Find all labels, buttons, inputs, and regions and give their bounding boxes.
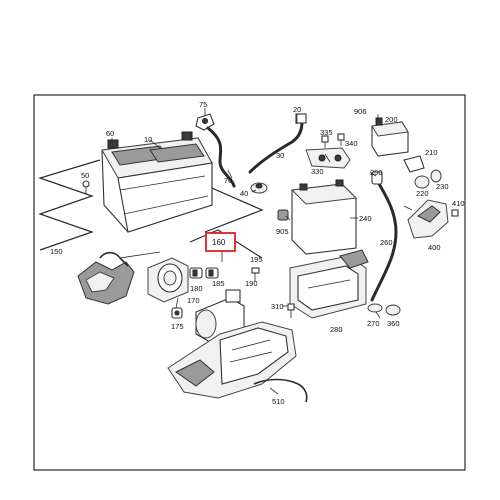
label-190: 190 (245, 279, 258, 288)
battery-group-outline-right (204, 184, 264, 233)
label-340: 340 (345, 139, 358, 148)
label-40: 40 (240, 189, 248, 198)
leader-lines (111, 108, 413, 395)
label-200: 200 (385, 115, 398, 124)
grommet-270 (367, 303, 383, 313)
relay-module (147, 257, 189, 303)
label-150: 150 (50, 247, 63, 256)
bolt-310 (287, 303, 295, 318)
label-270: 270 (367, 319, 380, 328)
label-10: 10 (144, 135, 152, 144)
bracket-screw-2 (337, 133, 345, 146)
label-20: 20 (293, 105, 301, 114)
label-240: 240 (359, 214, 372, 223)
plug (414, 175, 430, 189)
terminal-clamp (195, 113, 215, 131)
label-30: 30 (276, 151, 284, 160)
label-70: 70 (224, 176, 232, 185)
label-280: 280 (330, 325, 343, 334)
fuse-holder (189, 267, 203, 279)
label-260: 260 (380, 238, 393, 247)
label-310: 310 (271, 302, 284, 311)
label-170: 170 (187, 296, 200, 305)
highlighted-part-160[interactable]: 160 (205, 232, 236, 252)
label-906: 906 (354, 107, 367, 116)
label-220: 220 (416, 189, 429, 198)
label-75: 75 (199, 100, 207, 109)
cap (430, 169, 442, 183)
auxiliary-battery (290, 179, 358, 255)
label-360: 360 (387, 319, 400, 328)
battery-group-outline (38, 159, 101, 251)
label-175: 175 (171, 322, 184, 331)
label-180: 180 (190, 284, 203, 293)
label-410: 410 (452, 199, 465, 208)
bracket-screw (321, 135, 329, 148)
label-905: 905 (276, 227, 289, 236)
ground-cable (248, 120, 304, 174)
screw-410 (451, 209, 459, 217)
battery-tray (289, 249, 369, 319)
transmission (167, 321, 297, 399)
bushing (171, 307, 183, 319)
ground-strap (253, 378, 308, 403)
main-battery (101, 131, 213, 233)
bolt (251, 267, 260, 282)
auxiliary-battery-small (371, 117, 409, 157)
battery-cable (206, 126, 236, 188)
vent-hose (370, 180, 398, 302)
label-185: 185 (212, 279, 225, 288)
sensor-group-outline (189, 229, 263, 259)
cable-terminal (295, 113, 307, 124)
label-250: 250 (370, 168, 383, 177)
label-210: 210 (425, 148, 438, 157)
label-230: 230 (436, 182, 449, 191)
label-160: 160 (212, 238, 226, 247)
battery-hold-down-clamp (77, 251, 135, 305)
nut (250, 182, 268, 194)
diagram-frame (33, 94, 466, 471)
fuse-holder-2 (205, 267, 219, 279)
label-510: 510 (272, 397, 285, 406)
label-335: 335 (320, 128, 333, 137)
label-50: 50 (81, 171, 89, 180)
battery-bracket (305, 147, 351, 169)
label-195: 195 (250, 255, 263, 264)
label-330: 330 (311, 167, 324, 176)
grommet-360 (385, 304, 401, 316)
vent-grommet (277, 209, 289, 221)
screw (82, 180, 90, 194)
label-400: 400 (428, 243, 441, 252)
label-60: 60 (106, 129, 114, 138)
clip (403, 155, 425, 173)
highlight-box (205, 232, 236, 252)
mounting-bracket (407, 199, 449, 239)
